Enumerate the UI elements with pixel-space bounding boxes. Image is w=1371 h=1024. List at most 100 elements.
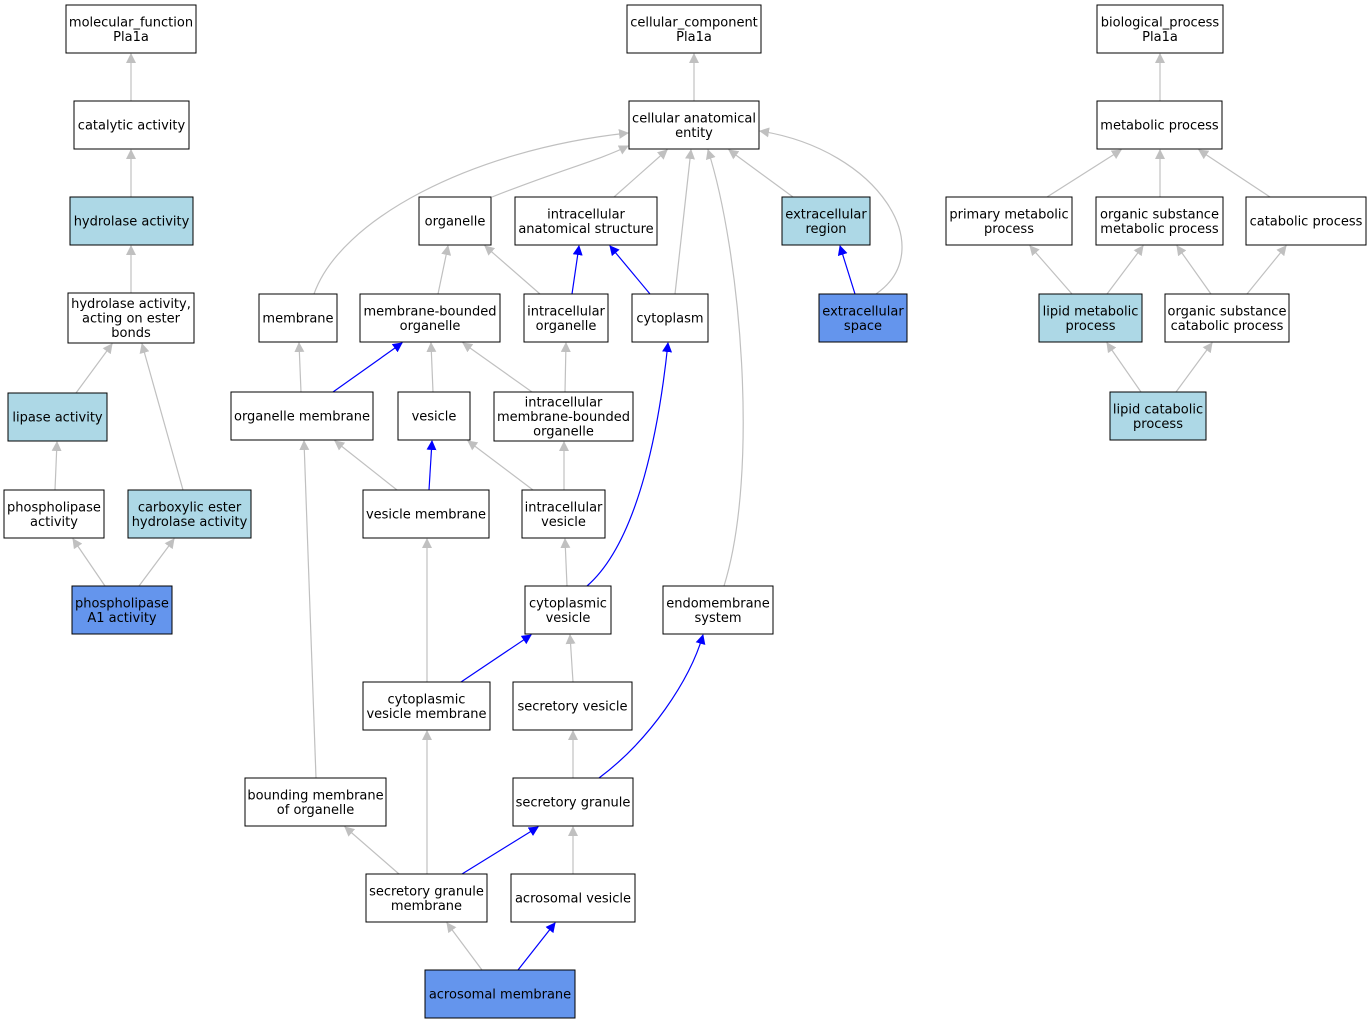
edge-organelle-membrane-to-membrane — [294, 342, 305, 393]
node-label-line: molecular_function — [69, 15, 193, 30]
node-label-line: membrane — [262, 312, 333, 327]
edge-line — [609, 245, 651, 295]
node-label-line: catabolic process — [1250, 215, 1363, 230]
node-label-line: lipid catabolic — [1113, 402, 1203, 417]
node-label-line: metabolic process — [1100, 222, 1219, 237]
edge-lipid-catabolic-process-to-organic-substance-catabolic — [1175, 342, 1213, 393]
node-acrosomal-vesicle[interactable]: acrosomal vesicle — [510, 873, 636, 923]
node-box — [1096, 100, 1223, 150]
node-acrosomal-membrane[interactable]: acrosomal membrane — [424, 969, 576, 1019]
edge-acrosomal-membrane-to-acrosomal-vesicle — [517, 922, 556, 971]
node-label-line: activity — [30, 515, 78, 530]
node-box — [127, 489, 252, 539]
node-label-line: organic substance — [1168, 304, 1287, 319]
edge-layer — [51, 53, 1287, 971]
node-box — [397, 391, 471, 441]
edge-line — [299, 440, 317, 779]
node-label-line: vesicle — [541, 515, 586, 530]
edge-cytoplasmic-vesicle-membrane-to-cytoplasmic-vesicle — [460, 634, 532, 683]
node-label-line: secretory granule — [516, 796, 631, 811]
edge-cytoplasmic-vesicle-to-cytoplasm — [586, 342, 673, 587]
node-label-line: bounding membrane — [247, 788, 383, 803]
node-box — [1109, 391, 1207, 441]
edge-line — [294, 342, 305, 393]
edge-line — [674, 149, 695, 295]
node-label-line: Pla1a — [676, 30, 712, 45]
node-label-line: cytoplasm — [636, 312, 703, 327]
node-box — [230, 391, 374, 441]
node-label-line: vesicle membrane — [366, 707, 486, 722]
node-catalytic-activity[interactable]: catalytic activity — [73, 100, 190, 150]
edge-line — [560, 342, 571, 393]
node-lipase-activity[interactable]: lipase activity — [7, 392, 108, 442]
node-catabolic-process[interactable]: catabolic process — [1245, 196, 1367, 246]
edge-lipid-metabolic-process-to-organic-substance-metabolic — [1106, 245, 1144, 295]
node-label-line: Pla1a — [1142, 30, 1178, 45]
node-label-line: region — [805, 222, 846, 237]
edge-vesicle-to-membrane-bounded-organelle — [426, 342, 437, 393]
node-secretory-granule[interactable]: secretory granule — [512, 777, 634, 827]
node-label-line: hydrolase activity, — [71, 297, 191, 312]
edge-line — [571, 245, 583, 295]
node-secretory-vesicle[interactable]: secretory vesicle — [512, 681, 633, 731]
edge-lipid-catabolic-process-to-lipid-metabolic-process — [1106, 342, 1142, 393]
node-hydrolase-activity[interactable]: hydrolase activity — [69, 196, 194, 246]
edge-line — [138, 538, 175, 587]
edge-line — [759, 127, 903, 295]
edge-intracellular-organelle-to-intracellular-anatomical-structure — [571, 245, 583, 295]
node-box — [524, 585, 612, 635]
node-label-line: intracellular — [525, 500, 603, 515]
node-organelle-membrane[interactable]: organelle membrane — [230, 391, 374, 441]
edge-line — [461, 826, 539, 875]
edge-lipase-activity-to-hydrolase-ester — [75, 343, 113, 394]
node-vesicle[interactable]: vesicle — [397, 391, 471, 441]
node-vesicle-membrane[interactable]: vesicle membrane — [362, 489, 490, 539]
edge-line — [613, 149, 668, 198]
node-box — [662, 585, 774, 635]
edge-line — [332, 342, 403, 393]
node-label-line: organelle — [400, 319, 461, 334]
node-metabolic-process[interactable]: metabolic process — [1096, 100, 1223, 150]
node-box — [628, 100, 760, 150]
node-label-line: acting on ester — [82, 312, 181, 327]
node-organelle[interactable]: organelle — [418, 196, 492, 246]
node-box — [365, 873, 488, 923]
node-label-line: process — [1133, 417, 1183, 432]
node-cytoplasm[interactable]: cytoplasm — [631, 293, 709, 343]
edge-line — [565, 634, 576, 683]
edge-line — [426, 440, 437, 491]
edge-organic-substance-catabolic-to-catabolic-process — [1246, 245, 1287, 295]
edge-line — [1106, 245, 1144, 295]
node-label-line: organelle — [533, 425, 594, 440]
node-membrane[interactable]: membrane — [258, 293, 338, 343]
node-box — [631, 293, 709, 343]
edge-line — [1029, 245, 1073, 295]
